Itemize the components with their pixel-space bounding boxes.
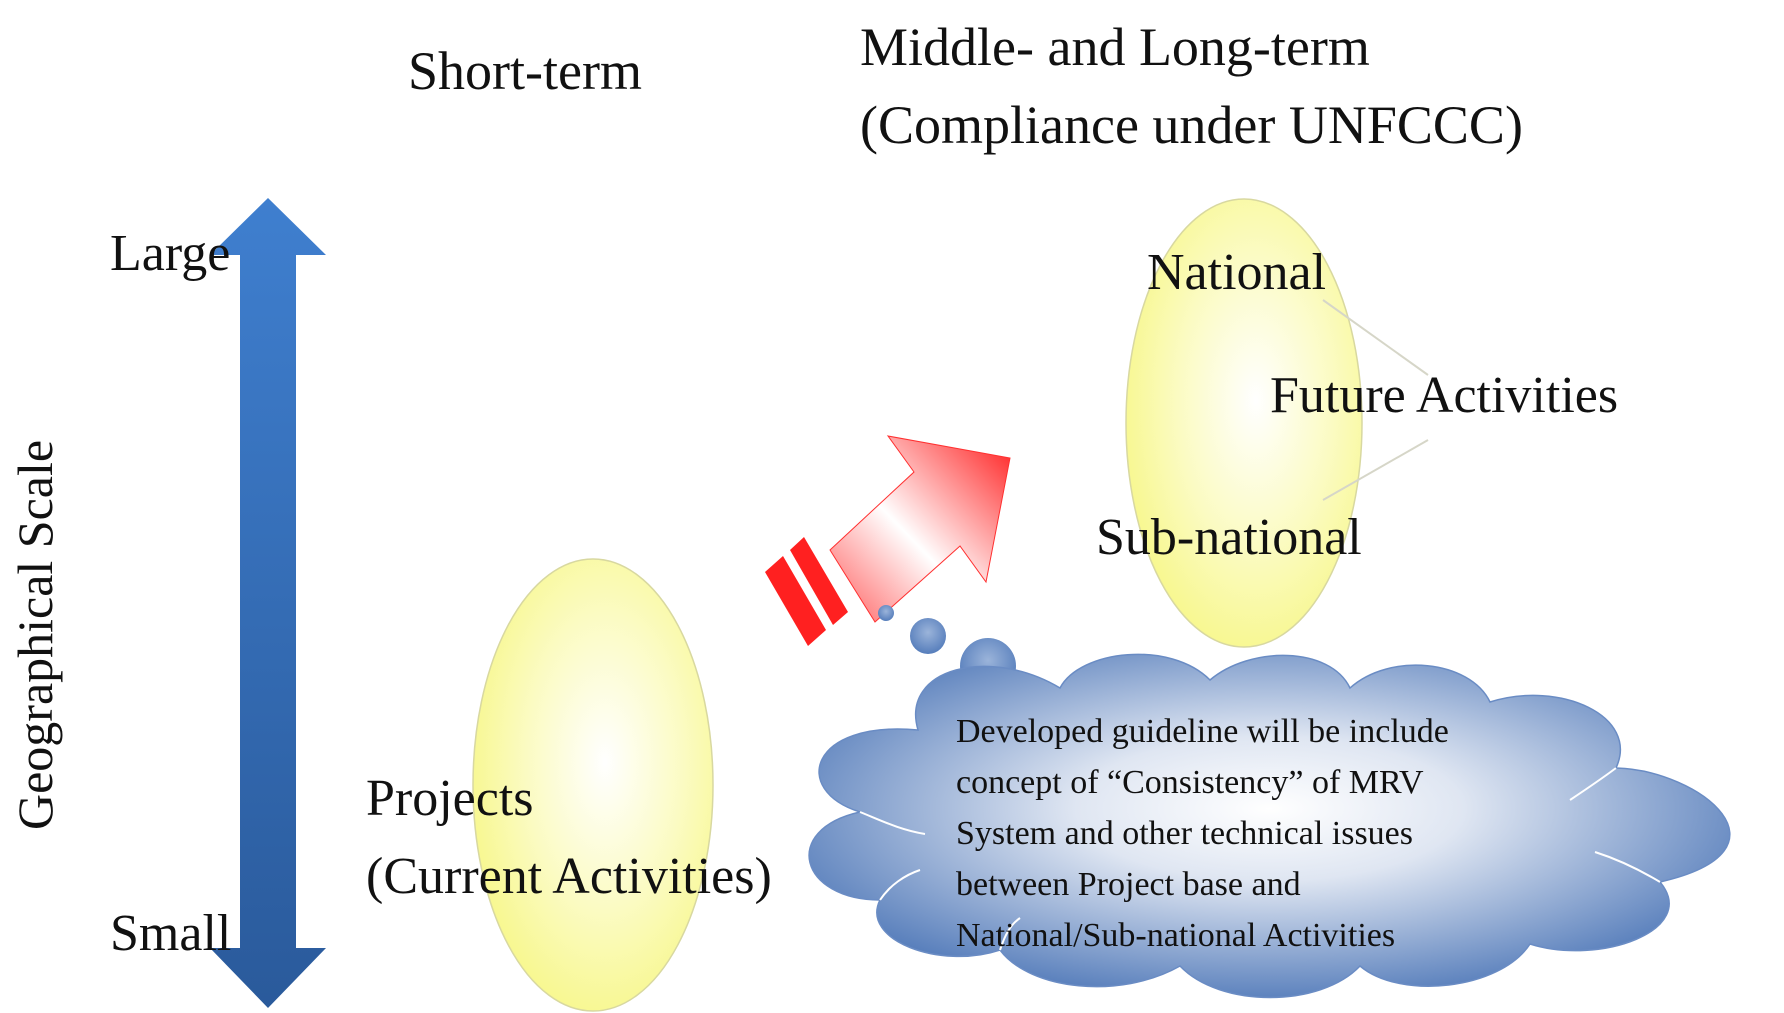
current-activities-ellipse: [472, 558, 714, 1012]
thought-cloud-icon: [808, 653, 1731, 999]
axis-top-label: Large: [110, 225, 231, 282]
callout-line-national: [1322, 299, 1429, 376]
thought-bubble-medium: [910, 618, 946, 654]
middle-long-term-heading: Middle- and Long-term (Compliance under …: [860, 8, 1523, 164]
cloud-text: Developed guideline will be include conc…: [956, 706, 1556, 961]
future-activities-label: Future Activities: [1270, 367, 1619, 424]
axis-title: Geographical Scale: [7, 439, 63, 830]
double-headed-arrow-icon: [210, 198, 326, 1008]
current-activities-label: Projects (Current Activities): [366, 760, 772, 916]
callout-line-subnational: [1322, 439, 1429, 501]
future-activities-ellipse: [1125, 198, 1363, 648]
cloud-text-line: System and other technical issues: [956, 815, 1414, 852]
middle-long-term-line2: (Compliance under UNFCCC): [860, 95, 1523, 155]
cloud-text-line: Developed guideline will be include: [956, 713, 1449, 750]
cloud-text-line: National/Sub-national Activities: [956, 917, 1396, 954]
current-activities-line: (Current Activities): [366, 848, 772, 905]
thought-bubble-small: [878, 605, 894, 621]
cloud-text-line: concept of “Consistency” of MRV: [956, 764, 1424, 801]
middle-long-term-line1: Middle- and Long-term: [860, 17, 1370, 77]
short-term-heading: Short-term: [408, 41, 642, 101]
national-label: National: [1147, 244, 1327, 301]
projects-line: Projects: [366, 770, 534, 827]
axis-bottom-label: Small: [110, 905, 232, 962]
subnational-label: Sub-national: [1096, 509, 1362, 566]
cloud-text-line: between Project base and: [956, 866, 1301, 903]
